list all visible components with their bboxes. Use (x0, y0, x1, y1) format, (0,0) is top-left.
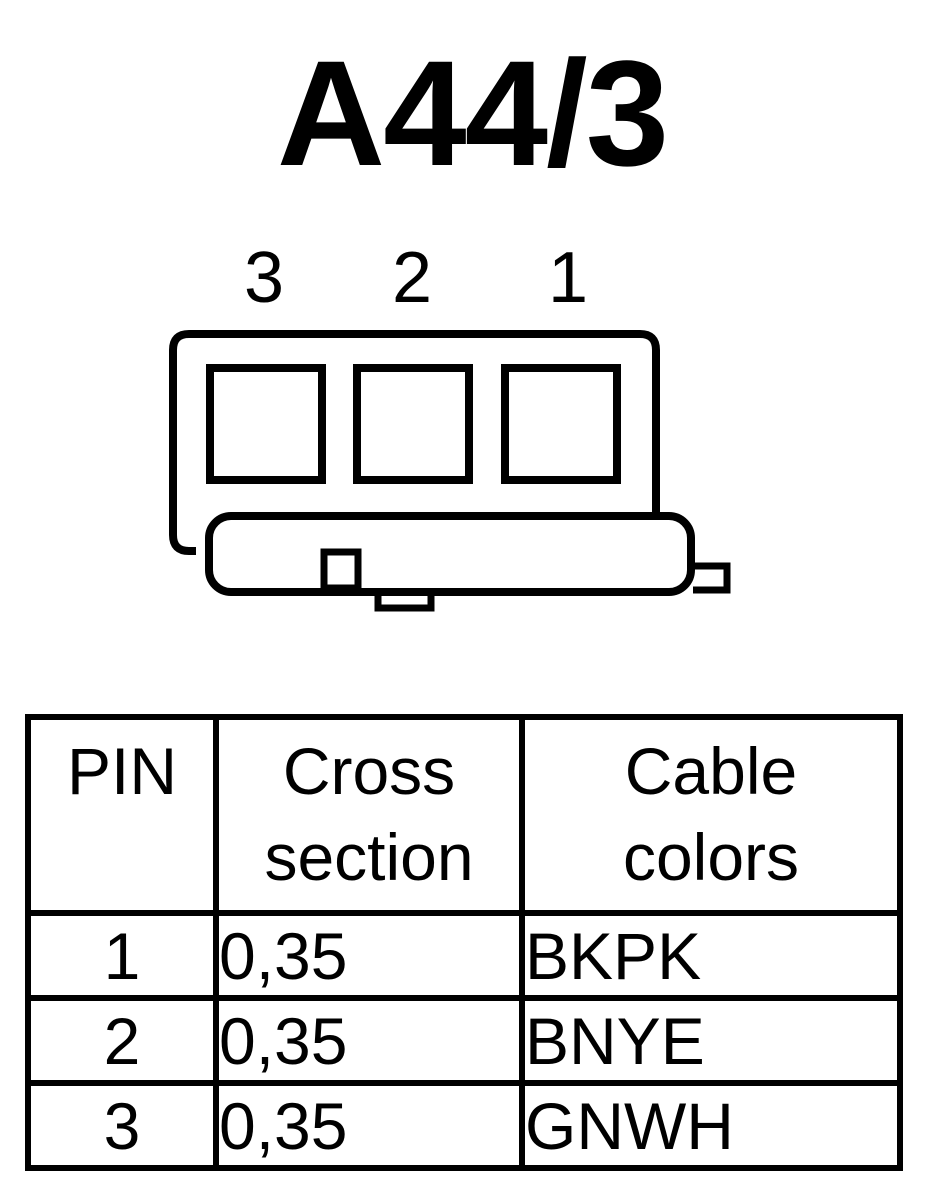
header-cable-colors-line2: colors (622, 820, 800, 894)
connector-side-tab (693, 562, 731, 594)
header-pin-label: PIN (66, 734, 178, 808)
header-cable-colors-line1: Cable (624, 734, 798, 808)
header-cross-section-line1: Cross (282, 734, 456, 808)
cell-pin: 3 (25, 1080, 219, 1171)
connector-latch-tab (320, 548, 362, 592)
pin-label-2: 2 (391, 238, 433, 318)
header-cross-section-line2: section (264, 820, 474, 894)
header-pin: PIN (25, 714, 219, 916)
connector-lock-slide (205, 512, 695, 596)
table-row: 3 0,35 GNWH (25, 1080, 903, 1171)
pin-cavity-2 (353, 364, 473, 484)
cell-cable-color: GNWH (519, 1080, 903, 1171)
cell-cross-section: 0,35 (213, 995, 525, 1086)
pin-label-1: 1 (547, 238, 589, 318)
table-row: 1 0,35 BKPK (25, 910, 903, 1001)
cell-pin: 2 (25, 995, 219, 1086)
cell-pin: 1 (25, 910, 219, 1001)
cell-cross-section: 0,35 (213, 1080, 525, 1171)
table-row: 2 0,35 BNYE (25, 995, 903, 1086)
connector-bottom-tab (374, 594, 435, 612)
cell-cross-section: 0,35 (213, 910, 525, 1001)
cell-cable-color: BNYE (519, 995, 903, 1086)
header-cross-section: Cross section (213, 714, 525, 916)
pin-cavity-3 (206, 364, 326, 484)
connector-drawing (169, 330, 731, 612)
connector-title: A44/3 (276, 29, 669, 197)
header-cable-colors: Cable colors (519, 714, 903, 916)
pin-cavity-1 (501, 364, 621, 484)
cell-cable-color: BKPK (519, 910, 903, 1001)
pin-label-3: 3 (243, 238, 285, 318)
connector-housing (169, 330, 660, 555)
pin-assignment-table: PIN Cross section Cable colors 1 0,35 BK… (25, 714, 903, 1171)
table-header-row: PIN Cross section Cable colors (25, 714, 903, 916)
